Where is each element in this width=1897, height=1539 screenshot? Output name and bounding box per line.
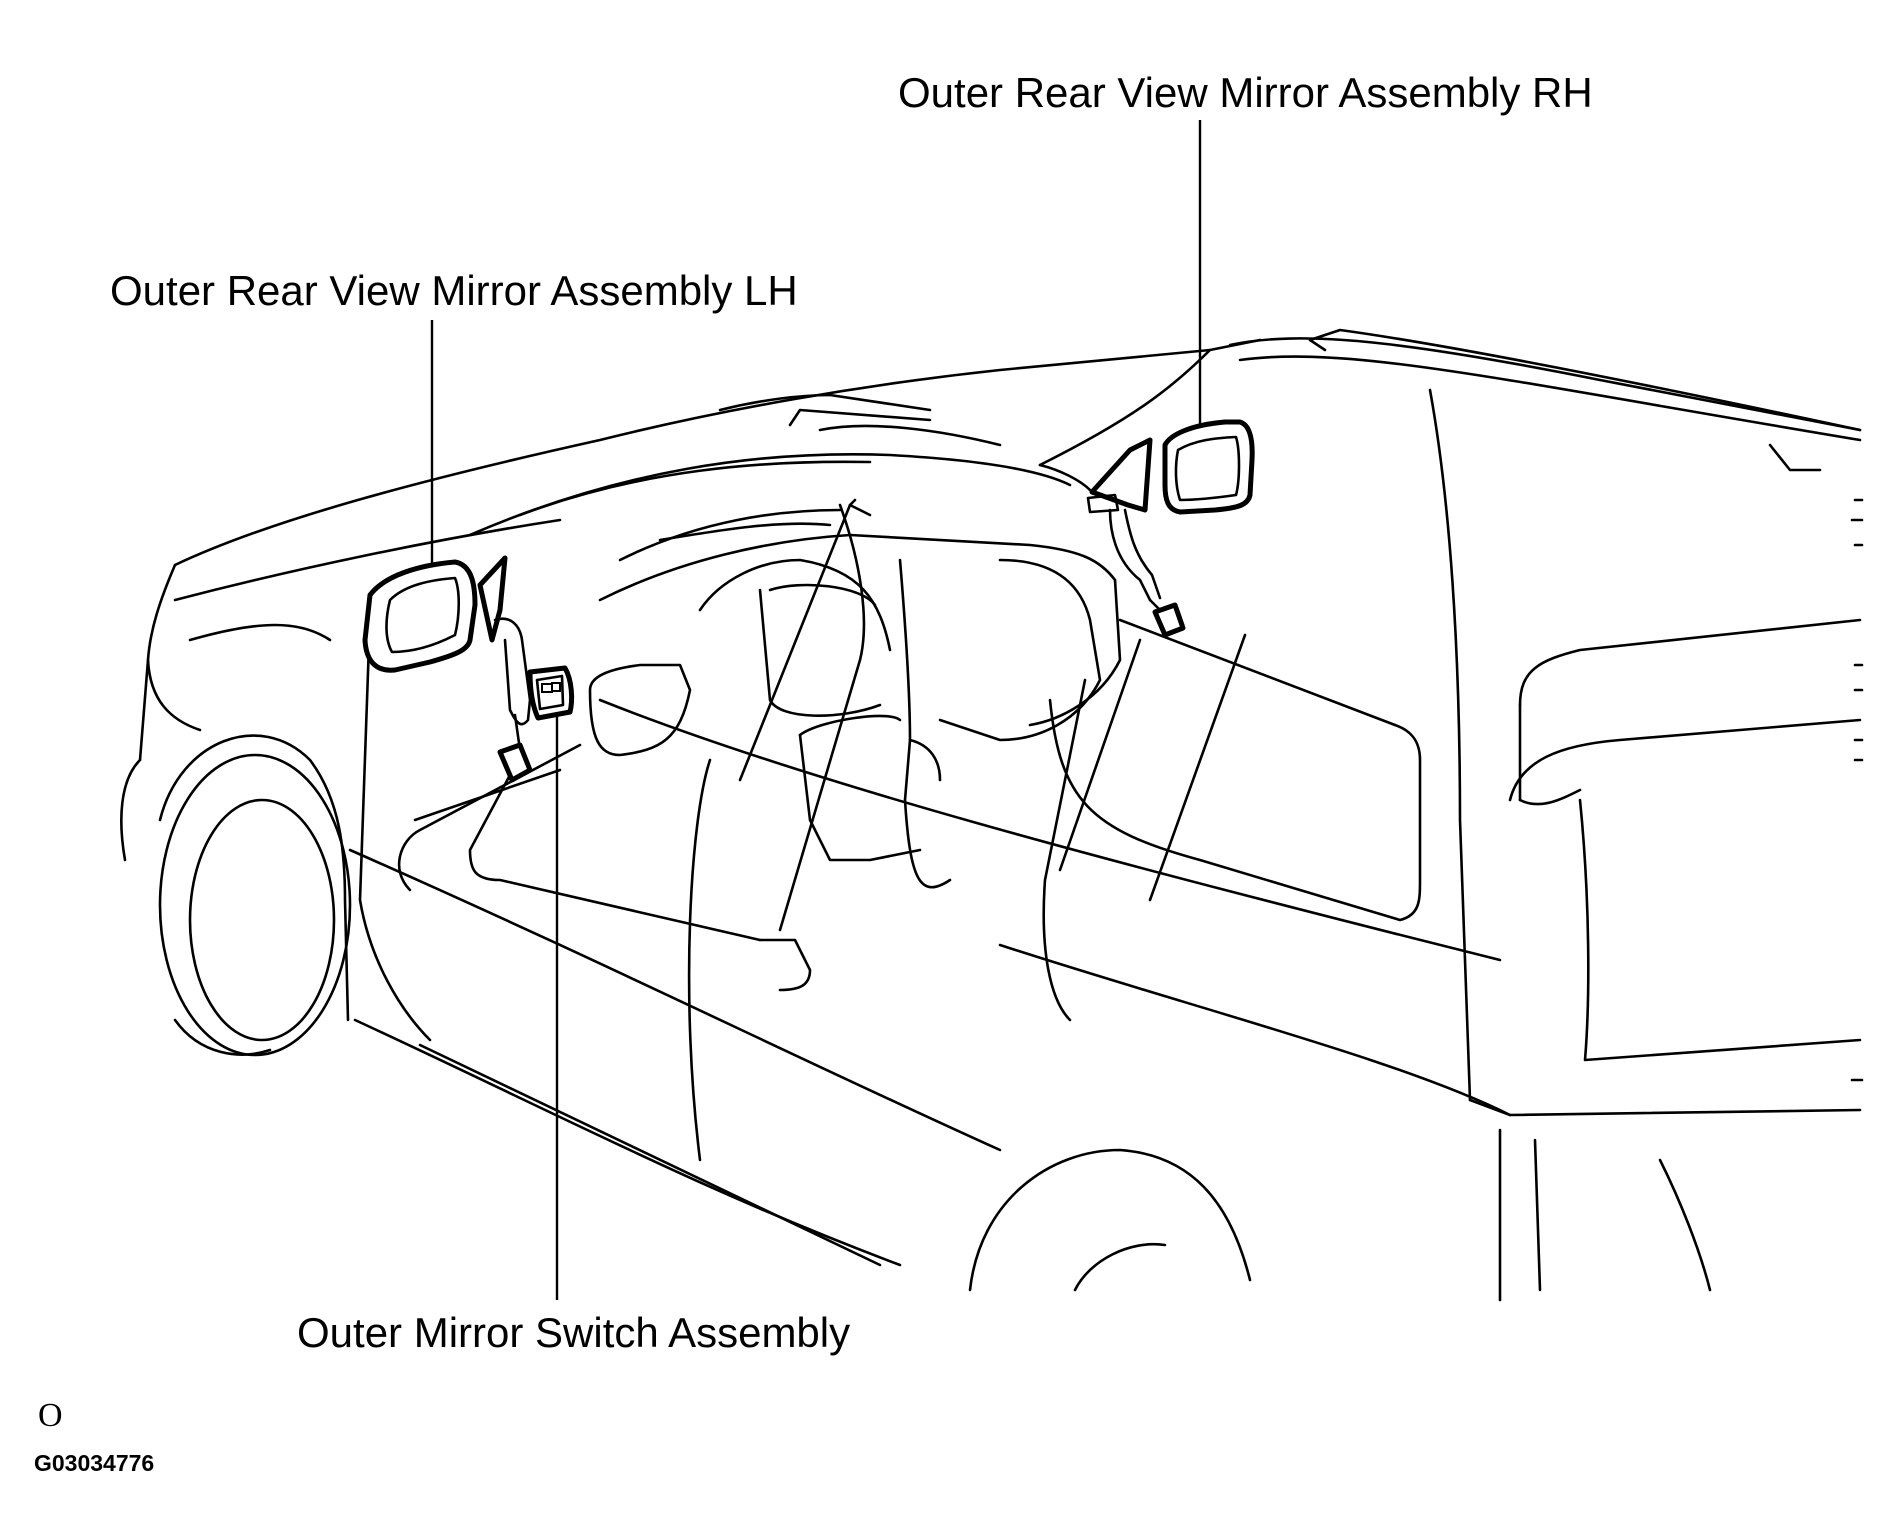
vehicle-body [120, 328, 1864, 1302]
leader-lines [430, 120, 1202, 1300]
figure-code: G03034776 [34, 1450, 155, 1476]
dashboard-interior [397, 393, 1122, 992]
switch-assembly [527, 665, 575, 721]
label-mirror-switch: Outer Mirror Switch Assembly [297, 1309, 851, 1356]
page-marker: O [38, 1397, 63, 1434]
rh-mirror-assembly [1086, 419, 1255, 638]
rh-mirror-connector [1152, 602, 1186, 638]
lh-mirror-assembly [362, 555, 533, 783]
lh-mirror-connector [497, 742, 533, 783]
lh-mirror-housing [362, 559, 478, 673]
label-mirror-lh: Outer Rear View Mirror Assembly LH [110, 267, 798, 314]
label-mirror-rh: Outer Rear View Mirror Assembly RH [898, 69, 1593, 116]
